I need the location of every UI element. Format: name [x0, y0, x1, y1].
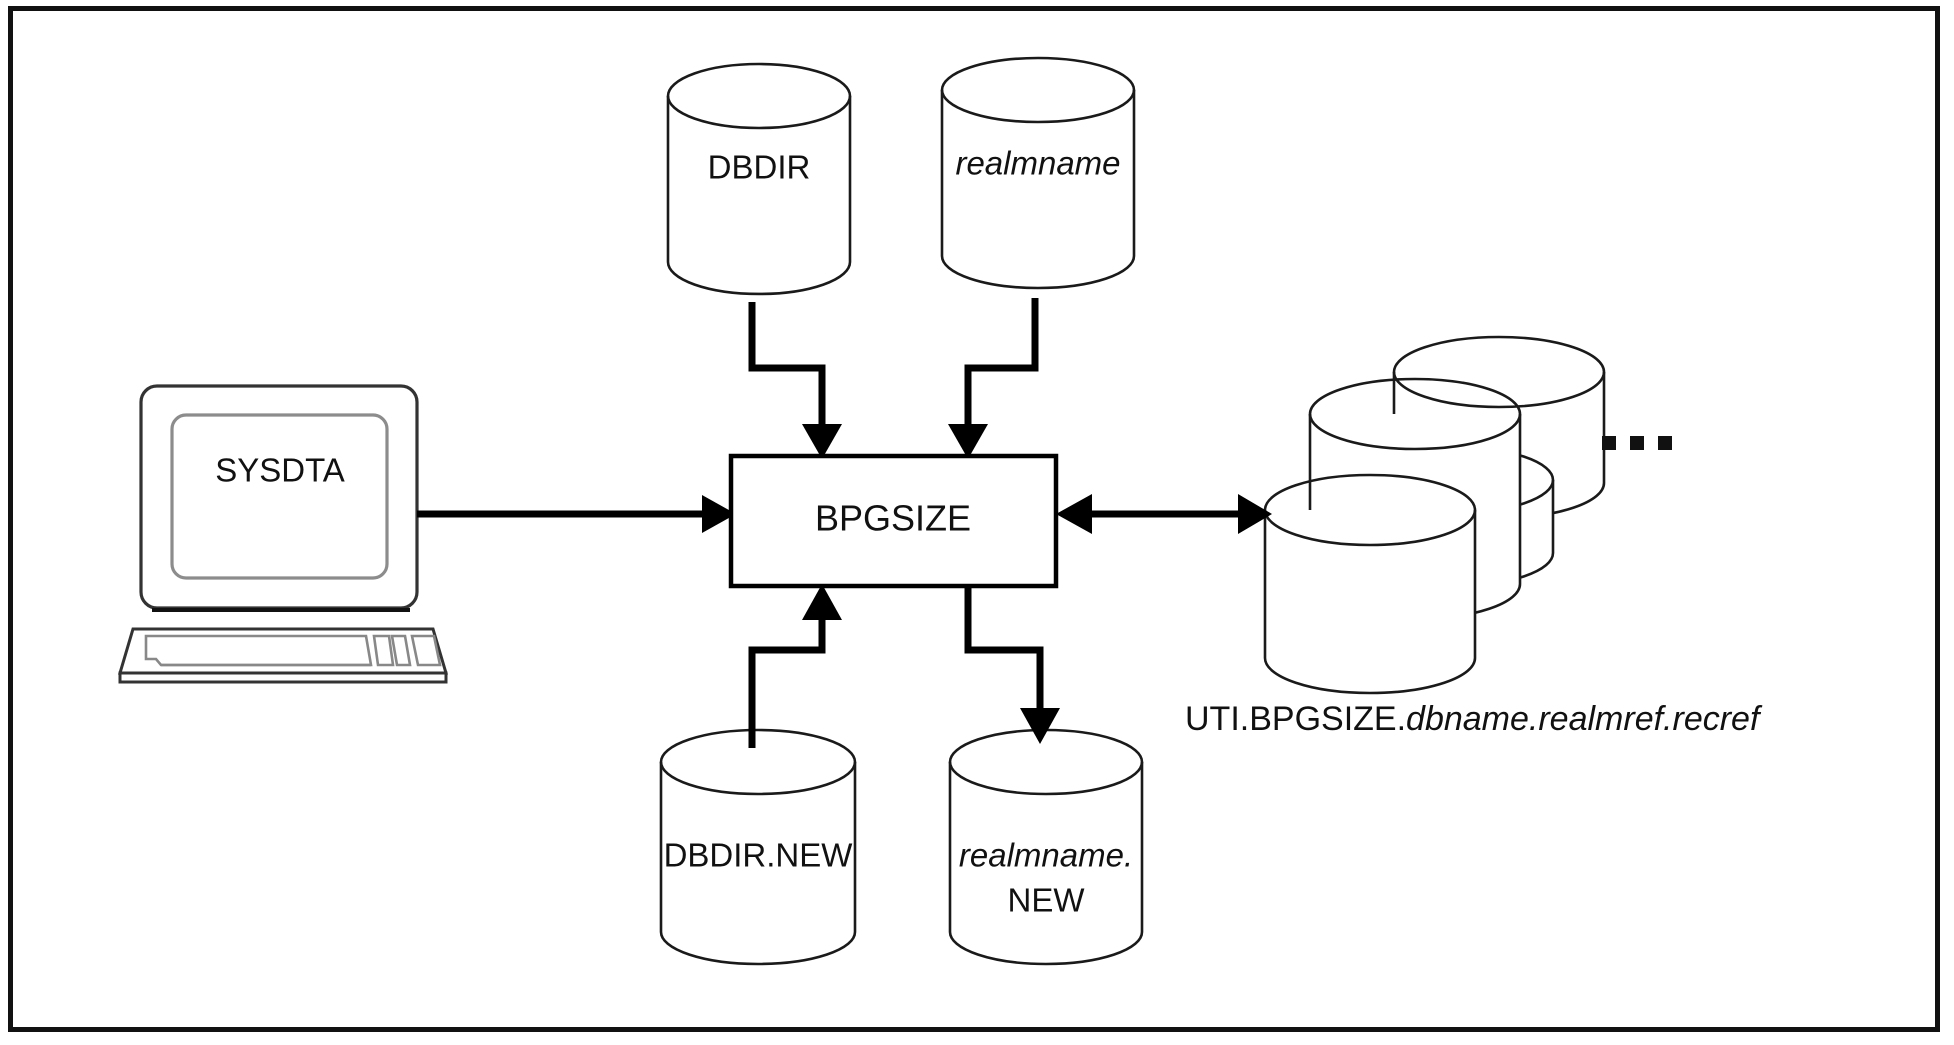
edge-sysdta-to-bpgsize	[417, 495, 736, 533]
dbdirnew-label: DBDIR.NEW	[664, 837, 854, 874]
cylinder-dbdir: DBDIR	[666, 62, 852, 296]
computer-terminal-icon: SYSDTA	[117, 384, 449, 684]
monitor-screen	[170, 413, 389, 580]
keyboard-front	[118, 671, 448, 684]
caption-prefix: UTI.BPGSIZE.	[1185, 700, 1406, 738]
realmnamenew-arrow-head	[1020, 708, 1060, 744]
keyboard-keys-main	[144, 634, 373, 667]
stack-front-bottom	[1263, 657, 1477, 695]
ellipsis-dot-2	[1630, 436, 1644, 450]
cylinder-stack-icon	[1263, 335, 1606, 695]
ellipsis-dot-1	[1602, 436, 1616, 450]
dbdir-arrow-head	[802, 424, 842, 459]
stack-br-top	[1392, 335, 1606, 409]
dbdirnew-top-ellipse	[659, 728, 857, 796]
dbdirnew-arrow-head	[802, 584, 842, 620]
stack-arrow-head-right	[1238, 494, 1272, 534]
dbdir-bottom-arc	[666, 261, 852, 296]
edge-dbdirnew-to-bpgsize	[748, 584, 842, 748]
keyboard-icon	[117, 627, 449, 684]
dbdir-body-fill	[668, 96, 850, 294]
realmname-body-fill	[942, 90, 1134, 288]
realmnamenew-label-line1: realmname.	[959, 837, 1133, 874]
dbdir-top-ellipse	[666, 62, 852, 130]
realmnamenew-body-fill	[950, 762, 1142, 964]
stack-caption: UTI.BPGSIZE.dbname.realmref.recref	[1185, 700, 1763, 738]
stack-mid-top	[1308, 377, 1522, 451]
realmname-bottom-arc	[940, 255, 1136, 290]
realmname-top-ellipse	[940, 56, 1136, 124]
dbdirnew-bottom-arc	[659, 931, 857, 966]
realmnamenew-label-line2: NEW	[1008, 882, 1086, 919]
cylinder-realmname-new: realmname. NEW	[948, 728, 1144, 966]
ellipsis-icon	[1602, 436, 1672, 450]
realmname-arrow-head	[948, 424, 988, 459]
cylinder-realmname: realmname	[940, 56, 1136, 290]
process-box-bpgsize: BPGSIZE	[728, 453, 1059, 589]
realmname-arrow-line	[964, 298, 1039, 434]
realmnamenew-bottom-arc	[948, 931, 1144, 966]
bpgsize-rect	[728, 453, 1059, 589]
caption-italic: dbname.realmref.recref	[1406, 700, 1763, 738]
dbdir-label: DBDIR	[708, 149, 811, 186]
dbdir-arrow-line	[748, 302, 826, 434]
keyboard-key-3	[410, 634, 442, 667]
edge-dbdir-to-bpgsize	[748, 302, 842, 459]
realmname-label: realmname	[955, 145, 1120, 182]
edge-realmname-to-bpgsize	[948, 298, 1039, 459]
edge-bpgsize-to-stack	[1056, 494, 1272, 534]
sysdta-arrow-head	[702, 495, 736, 533]
stack-front-fill	[1265, 510, 1475, 693]
realmnamenew-arrow-line	[964, 588, 1044, 718]
stack-arrow-head-left	[1056, 494, 1092, 534]
cylinder-dbdir-new: DBDIR.NEW	[659, 728, 857, 966]
caption-text: UTI.BPGSIZE.dbname.realmref.recref	[1185, 700, 1763, 738]
edge-bpgsize-to-realmnamenew	[964, 588, 1060, 744]
dbdirnew-arrow-line	[748, 608, 826, 748]
ellipsis-dot-3	[1658, 436, 1672, 450]
terminal-label: SYSDTA	[215, 452, 345, 489]
bpgsize-label: BPGSIZE	[815, 498, 971, 539]
keyboard-key-2	[390, 634, 412, 667]
dbdirnew-body-fill	[661, 762, 855, 964]
keyboard-key-1	[372, 634, 395, 667]
